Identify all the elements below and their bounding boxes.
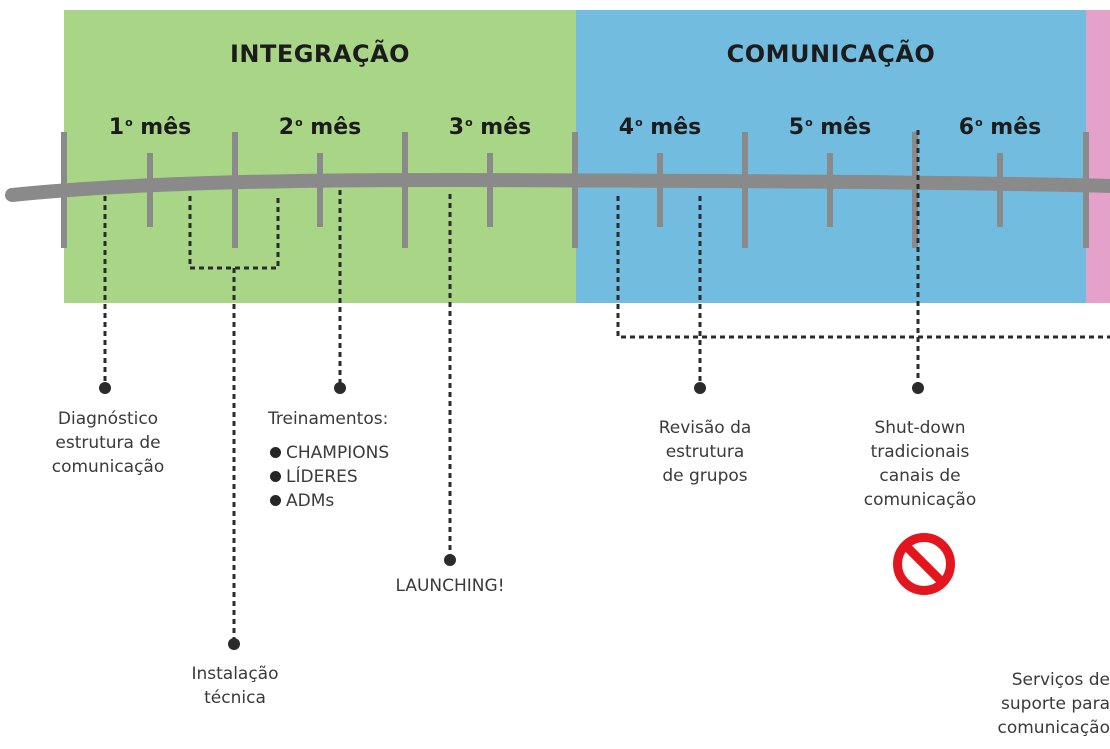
treinamentos-item: CHAMPIONS — [270, 441, 389, 465]
milestone-shutdown: Shut-down tradicionais canais de comunic… — [863, 418, 977, 510]
phase-title-integracao: INTEGRAÇÃO — [229, 40, 411, 68]
milestone-instalacao: Instalação técnica — [191, 664, 279, 708]
timeline-line — [5, 172, 1110, 202]
bullet-icon — [270, 447, 281, 458]
milestone-revisao: Revisão da estrutura de grupos — [658, 418, 752, 486]
treinamentos-list: CHAMPIONS LÍDERES ADMs — [270, 441, 389, 513]
month-label-5: 5o mês — [788, 115, 872, 140]
milestone-diagnostico: Diagnóstico estrutura de comunicação — [51, 409, 165, 477]
phase-band-next — [1086, 10, 1110, 303]
month-label-4: 4o mês — [618, 115, 702, 140]
treinamentos-item: LÍDERES — [270, 465, 389, 489]
bullet-icon — [270, 471, 281, 482]
milestone-connectors — [99, 130, 1110, 650]
milestone-dot — [228, 638, 240, 650]
milestone-dot — [912, 382, 924, 394]
prohibited-icon — [893, 533, 955, 595]
milestone-dot — [694, 382, 706, 394]
month-label-3: 3o mês — [448, 115, 532, 140]
milestone-dot — [444, 554, 456, 566]
month-label-6: 6o mês — [958, 115, 1042, 140]
milestone-dot — [99, 382, 111, 394]
month-label-1: 1o mês — [108, 115, 192, 140]
month-label-2: 2o mês — [278, 115, 362, 140]
bullet-icon — [270, 495, 281, 506]
milestone-launching: LAUNCHING! — [395, 576, 505, 596]
dotted-connector — [616, 196, 1110, 339]
milestone-dot — [334, 382, 346, 394]
treinamentos-item: ADMs — [270, 489, 389, 513]
milestone-servicos: Serviços de suporte para comunicação — [997, 670, 1110, 738]
treinamentos-title: Treinamentos: — [268, 409, 389, 429]
dotted-connector — [188, 196, 280, 270]
phase-title-comunicacao: COMUNICAÇÃO — [726, 40, 936, 68]
